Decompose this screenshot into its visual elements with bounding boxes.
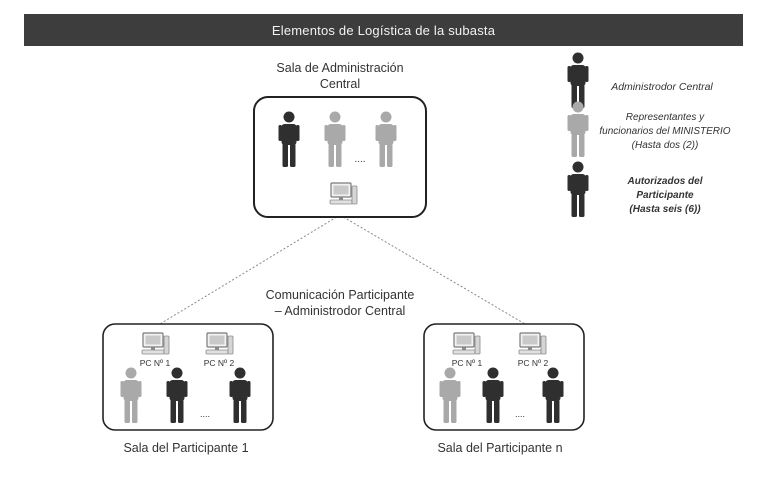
central-ellipsis: ....	[354, 154, 365, 165]
central-room-title: Sala de Administración	[276, 61, 403, 75]
legend-participant-label-3: (Hasta seis (6))	[629, 204, 701, 215]
participant-room-1-name: Sala del Participante 1	[123, 441, 248, 455]
legend-ministry-person-icon	[567, 101, 589, 157]
legend-participant-label-2: Participante	[636, 190, 694, 201]
participant-1-pc1-label: PC Nº 1	[140, 358, 171, 368]
participant-n-pc1-icon	[452, 332, 481, 355]
legend-ministry-label-1: Representantes y	[626, 112, 705, 123]
participant-n-ellipsis: ....	[515, 409, 525, 419]
participant-n-pc2-icon	[518, 332, 547, 355]
participant-1-pc2-label: PC Nº 2	[204, 358, 235, 368]
participant-n-pc2-label: PC Nº 2	[518, 358, 549, 368]
link-label-line1: Comunicación Participante	[266, 288, 415, 302]
title-bar: Elementos de Logística de la subasta	[24, 14, 743, 46]
legend-participant-person-icon	[567, 161, 589, 217]
participant-1-pc2-icon	[205, 332, 234, 355]
central-room-title-2: Central	[320, 77, 360, 91]
legend-ministry-label-2: funcionarios del MINISTERIO	[599, 126, 730, 137]
link-label-line2: – Administrodor Central	[275, 304, 406, 318]
legend-admin-person-icon	[567, 52, 589, 108]
diagram-title: Elementos de Logística de la subasta	[271, 22, 496, 38]
participant-room-n-name: Sala del Participante n	[437, 441, 562, 455]
participant-n-pc1-label: PC Nº 1	[452, 358, 483, 368]
link-line-left	[159, 214, 341, 325]
participant-1-ellipsis: ....	[200, 409, 210, 419]
participant-1-pc1-icon	[141, 332, 170, 355]
central-computer-icon	[329, 182, 358, 205]
legend-admin-label: Administrodor Central	[610, 81, 713, 93]
legend-ministry-label-3: (Hasta dos (2))	[632, 140, 699, 151]
legend-participant-label-1: Autorizados del	[626, 176, 702, 187]
legend: Administrodor Central Representantes y f…	[567, 52, 731, 217]
